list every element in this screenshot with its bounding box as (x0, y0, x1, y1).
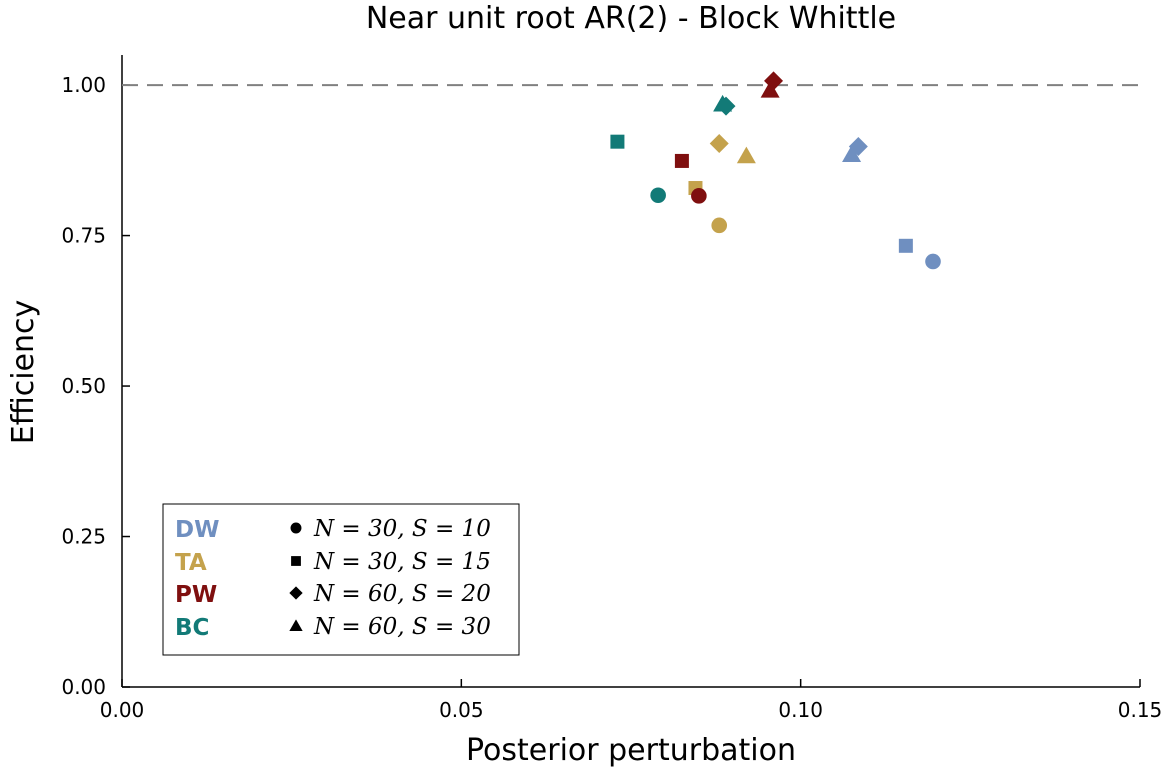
point-bc-triangle (713, 94, 733, 112)
legend-marker-circle (290, 522, 302, 534)
point-dw-triangle (842, 145, 862, 163)
legend-marker-square (291, 556, 301, 566)
point-pw-circle (691, 188, 707, 204)
y-tick-label: 0.50 (61, 374, 106, 398)
x-tick-label: 0.10 (778, 698, 823, 722)
point-pw-square (674, 153, 689, 168)
point-ta-triangle (736, 146, 756, 164)
x-tick-label: 0.00 (100, 698, 145, 722)
legend-box (162, 503, 520, 656)
legend: DW TA PW BC N = 30, S = 10 N = 30, S = 15 N = … (162, 503, 520, 656)
point-dw-square (898, 238, 913, 253)
x-axis-label: Posterior perturbation (466, 733, 796, 768)
legend-method-ta: TA (175, 550, 207, 576)
data-points (610, 71, 941, 270)
point-dw-circle (925, 253, 941, 270)
legend-method-dw: DW (175, 517, 219, 543)
legend-marker-label: N = 60, S = 20 (313, 581, 491, 607)
point-bc-square (610, 134, 625, 149)
legend-marker-label: N = 30, S = 15 (313, 549, 491, 575)
y-tick-label: 1.00 (61, 73, 106, 97)
legend-method-pw: PW (175, 582, 217, 608)
legend-method-bc: BC (175, 615, 209, 641)
y-tick-label: 0.00 (61, 675, 106, 699)
axes: 0.00 0.05 0.10 0.15 0.00 0.25 0.50 0.75 1.00 (61, 55, 1162, 722)
point-pw-triangle (760, 81, 780, 98)
y-axis-label: Efficiency (6, 300, 41, 445)
point-ta-diamond (709, 133, 729, 153)
legend-marker-triangle (289, 619, 303, 631)
y-tick-label: 0.25 (61, 525, 106, 549)
y-tick-label: 0.75 (61, 224, 106, 248)
point-bc-circle (650, 187, 666, 204)
legend-marker-label: N = 60, S = 30 (313, 614, 491, 640)
x-tick-label: 0.05 (439, 698, 484, 722)
chart-title: Near unit root AR(2) - Block Whittle (366, 1, 896, 36)
point-ta-circle (711, 217, 728, 234)
legend-marker-diamond (289, 586, 303, 600)
legend-marker-label: N = 30, S = 10 (313, 516, 491, 542)
x-tick-label: 0.15 (1118, 698, 1163, 722)
